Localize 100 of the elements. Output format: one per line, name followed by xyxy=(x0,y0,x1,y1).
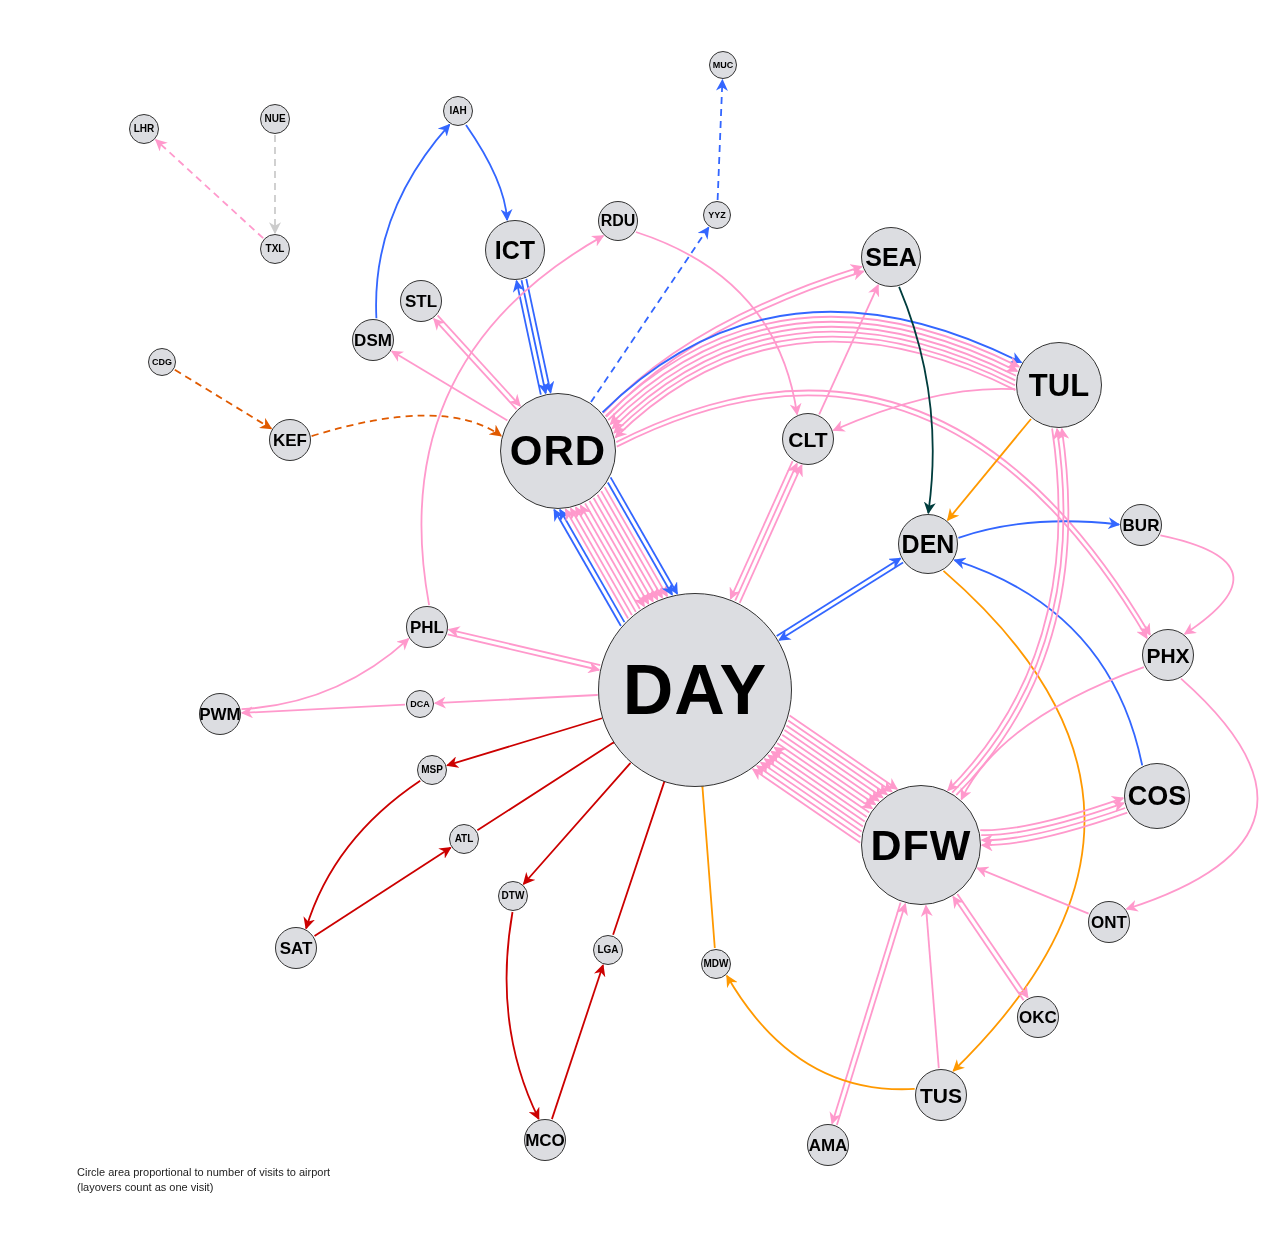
flight-arrow xyxy=(635,231,801,416)
flight-arrow xyxy=(446,717,603,768)
airport-circle xyxy=(498,881,528,911)
airport-code: TUS xyxy=(920,1084,962,1106)
flight-arrow xyxy=(551,964,606,1120)
flight-arrow xyxy=(303,779,422,930)
airport-circle xyxy=(449,824,479,854)
flight-arrow xyxy=(420,235,605,606)
airport-code: DFW xyxy=(870,823,972,867)
airport-circle xyxy=(703,201,731,229)
flight-arrow xyxy=(590,226,710,403)
flight-arrow xyxy=(240,638,410,711)
airport-code: DAY xyxy=(622,655,768,725)
flight-arrow xyxy=(609,476,679,595)
flight-arrow xyxy=(715,78,728,201)
flight-arrow xyxy=(946,418,1032,522)
airport-circle xyxy=(406,690,434,718)
flight-arrow xyxy=(726,974,916,1091)
airport-code: ICT xyxy=(494,237,536,263)
airport-code: MDW xyxy=(703,959,729,969)
flight-arrow xyxy=(553,508,622,627)
airport-code: OKC xyxy=(1019,1008,1057,1026)
airport-circle xyxy=(400,280,442,322)
airport-circle xyxy=(861,785,981,905)
flight-arrow xyxy=(240,703,406,719)
airport-code: DEN xyxy=(901,531,955,557)
flight-arrow xyxy=(522,762,631,885)
airport-circle xyxy=(352,319,394,361)
airport-circle xyxy=(406,606,448,648)
airport-code: MCO xyxy=(525,1131,565,1149)
airport-code: ONT xyxy=(1091,913,1127,931)
airport-code: LHR xyxy=(133,124,155,134)
caption-note: Circle area proportional to number of visits to airport (layovers count as one visit) xyxy=(77,1165,332,1195)
flight-arrow xyxy=(1159,534,1235,635)
airport-circle xyxy=(598,201,638,241)
airport-circle xyxy=(782,413,834,465)
flight-arrow xyxy=(612,781,667,936)
airport-code: YYZ xyxy=(708,210,726,220)
airport-circle xyxy=(443,96,473,126)
airport-circle xyxy=(1088,901,1130,943)
airport-code: SEA xyxy=(865,244,917,270)
flight-arrow xyxy=(953,558,1144,767)
flight-arrow xyxy=(512,279,542,396)
airport-code: MSP xyxy=(421,765,443,775)
airport-code: STL xyxy=(404,292,438,310)
flight-arrow xyxy=(505,911,540,1120)
airport-circle xyxy=(1120,504,1162,546)
flight-arrow xyxy=(476,742,614,832)
airport-circle xyxy=(1017,996,1059,1038)
flight-arrow xyxy=(173,368,273,430)
airport-code: TUL xyxy=(1028,369,1090,401)
flight-arrow xyxy=(829,901,902,1125)
airport-code: COS xyxy=(1127,782,1187,810)
airport-code: LGA xyxy=(597,945,619,955)
flight-arrow xyxy=(818,284,880,416)
airport-circle xyxy=(129,114,159,144)
flight-arrow xyxy=(942,570,1086,1072)
airport-circle xyxy=(1142,629,1194,681)
flight-arrow xyxy=(390,350,509,422)
flight-arrow xyxy=(920,904,940,1069)
airport-code: PHL xyxy=(410,618,444,636)
flight-arrow xyxy=(269,134,281,235)
airport-code: ORD xyxy=(509,430,607,472)
airport-circle xyxy=(807,1124,849,1166)
airport-circle xyxy=(485,220,545,280)
airport-circle xyxy=(701,949,731,979)
airport-code: MUC xyxy=(712,60,734,70)
flight-arrow xyxy=(898,286,936,515)
airport-code: CLT xyxy=(788,428,828,450)
flight-arrow xyxy=(465,124,513,222)
airport-circle xyxy=(417,755,447,785)
airport-code: ATL xyxy=(454,834,474,844)
flight-arrow xyxy=(960,666,1145,801)
flight-arrow xyxy=(957,517,1121,539)
flight-arrow xyxy=(154,138,265,240)
airport-code: SAT xyxy=(279,939,313,957)
airport-code: IAH xyxy=(449,106,467,116)
flight-arrow xyxy=(446,633,601,674)
flight-arrow xyxy=(433,694,598,709)
flight-arrow xyxy=(832,387,1017,432)
flight-arrow xyxy=(310,414,502,437)
airport-circle xyxy=(593,935,623,965)
airport-code: BUR xyxy=(1122,516,1160,534)
flight-arrow xyxy=(375,123,451,320)
airport-circle xyxy=(861,227,921,287)
flight-arrow xyxy=(1125,677,1259,911)
airport-code: TXL xyxy=(265,244,285,254)
airport-circle xyxy=(500,393,616,509)
flight-arrow xyxy=(751,768,862,844)
flight-arrow xyxy=(313,846,452,937)
airport-circle xyxy=(269,419,311,461)
airport-circle xyxy=(148,348,176,376)
airport-circle xyxy=(260,104,290,134)
airport-code: PHX xyxy=(1146,644,1190,666)
airport-code: DTW xyxy=(501,891,525,901)
airport-circle xyxy=(898,514,958,574)
flight-arrow xyxy=(976,866,1090,915)
airport-code: DSM xyxy=(354,331,392,349)
airport-code: RDU xyxy=(600,213,636,229)
airport-code: CDG xyxy=(152,357,172,367)
